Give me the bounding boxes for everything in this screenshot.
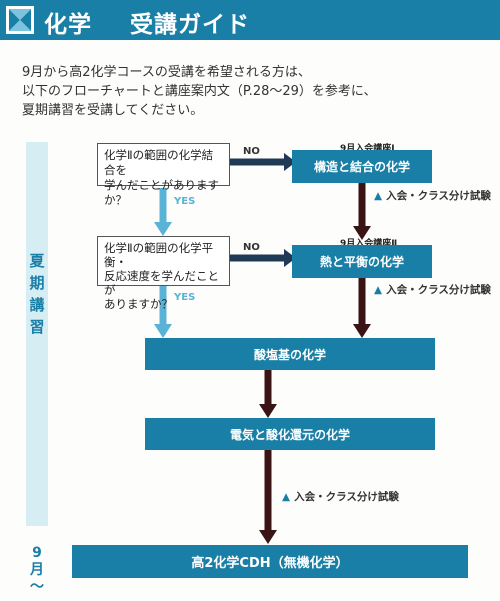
summer-label-text: 夏期講習 (29, 252, 45, 336)
yes-label-1: YES (174, 196, 196, 207)
exam-note-1: ▲入会・クラス分け試験 (374, 188, 491, 203)
yes-arrow-1-head (154, 222, 172, 236)
yes-arrow-2-head (154, 324, 172, 338)
intro-line: 以下のフローチャートと講座案内文（P.28〜29）を参考に、 (22, 84, 377, 99)
intro-text: 9月から高2化学コースの受講を希望される方は、 以下のフローチャートと講座案内文… (22, 63, 377, 120)
exam-note-3: ▲入会・クラス分け試験 (282, 489, 399, 504)
triangle-icon: ▲ (374, 190, 383, 202)
header-subtitle: 受講ガイド (130, 12, 250, 38)
course2-arrow-head (353, 324, 371, 338)
question-1: 化学Ⅱの範囲の化学結合を 学んだことがありますか？ (97, 143, 230, 207)
exam-note-2-text: 入会・クラス分け試験 (386, 284, 491, 296)
triangle-icon: ▲ (374, 284, 383, 296)
question-2: 化学Ⅱの範囲の化学平衡・ 反応速度を学んだことが ありますか？ (97, 236, 230, 311)
question-2-line: 反応速度を学んだことが (104, 269, 219, 297)
course2-label: 熱と平衡の化学 (319, 255, 404, 269)
course4-arrow-head (259, 530, 277, 544)
intro-line: 9月から高2化学コースの受講を希望される方は、 (22, 65, 311, 80)
course1-arrow-head (353, 226, 371, 240)
no-label-1: NO (243, 146, 260, 157)
course2-caption: 9月入会講座Ⅱ (340, 239, 398, 249)
header-title: 化学 (44, 12, 92, 38)
course1-box: 構造と結合の化学 (292, 150, 432, 183)
course2-box: 熱と平衡の化学 (292, 245, 432, 278)
exam-note-3-text: 入会・クラス分け試験 (294, 491, 399, 503)
header-bar: 化学 受講ガイド (0, 0, 500, 40)
course3-box: 酸塩基の化学 (145, 338, 435, 370)
course3-label: 酸塩基の化学 (253, 347, 326, 362)
yes-label-2: YES (174, 292, 196, 303)
course5-box: 高2化学CDH（無機化学） (72, 545, 468, 578)
summer-sidebar (26, 142, 48, 526)
course1-caption: 9月入会講座Ⅰ (340, 144, 395, 154)
course4-label: 電気と酸化還元の化学 (229, 427, 350, 442)
question-1-line: 化学Ⅱの範囲の化学結合を (104, 148, 214, 177)
intro-line: 夏期講習を受講してください。 (22, 103, 204, 118)
course5-label: 高2化学CDH（無機化学） (191, 556, 349, 571)
question-2-line: ありますか？ (104, 297, 173, 311)
x-icon (6, 6, 34, 34)
question-1-line: 学んだことがありますか？ (104, 178, 219, 207)
exam-note-1-text: 入会・クラス分け試験 (386, 190, 491, 202)
no-arrow-2-head (284, 249, 296, 267)
summer-label: 夏期講習 (26, 250, 48, 338)
no-label-2: NO (243, 242, 260, 253)
course1-label: 構造と結合の化学 (313, 160, 410, 174)
triangle-icon: ▲ (282, 491, 291, 503)
no-arrow-1-head (284, 153, 296, 171)
exam-note-2: ▲入会・クラス分け試験 (374, 282, 491, 297)
question-2-line: 化学Ⅱの範囲の化学平衡・ (104, 241, 214, 269)
course3-arrow-head (259, 404, 277, 418)
course4-box: 電気と酸化還元の化学 (145, 418, 435, 450)
